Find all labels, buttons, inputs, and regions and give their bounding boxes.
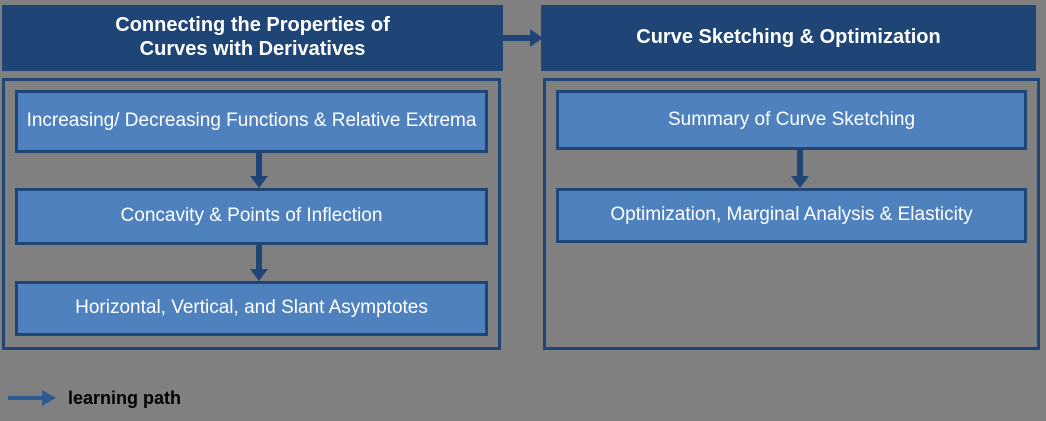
- column-header-connecting-properties: Connecting the Properties of Curves with…: [2, 5, 503, 71]
- column-header-line-1: Connecting the Properties of: [115, 14, 390, 37]
- arrow-shaft: [256, 153, 262, 179]
- topic-box-increasing-decreasing-functions[interactable]: Increasing/ Decreasing Functions & Relat…: [15, 90, 488, 153]
- arrow-shaft: [8, 396, 42, 400]
- column-header-curve-sketching-optimization: Curve Sketching & Optimization: [541, 5, 1036, 71]
- arrow-head: [530, 29, 543, 47]
- right-arrow-icon: [8, 390, 56, 406]
- arrow-head: [42, 390, 56, 406]
- arrow-head: [791, 176, 809, 188]
- topic-box-concavity-points-of-inflection[interactable]: Concavity & Points of Inflection: [15, 188, 488, 245]
- down-arrow-icon: [250, 153, 268, 188]
- topic-box-label: Increasing/ Decreasing Functions & Relat…: [26, 110, 477, 132]
- arrow-shaft: [503, 35, 531, 41]
- column-header-line-2: Curves with Derivatives: [139, 38, 366, 60]
- topic-box-label: Optimization, Marginal Analysis & Elasti…: [610, 204, 973, 226]
- down-arrow-icon: [250, 245, 268, 281]
- right-arrow-icon: [503, 29, 543, 47]
- arrow-shaft: [256, 245, 262, 272]
- arrow-head: [250, 269, 268, 281]
- group-container-right: [543, 78, 1040, 350]
- legend: learning path: [8, 385, 181, 411]
- topic-box-label: Horizontal, Vertical, and Slant Asymptot…: [75, 297, 428, 319]
- arrow-shaft: [797, 150, 803, 179]
- arrow-head: [250, 176, 268, 188]
- topic-box-horizontal-vertical-slant-asymptotes[interactable]: Horizontal, Vertical, and Slant Asymptot…: [15, 281, 488, 336]
- group-container-left: [2, 78, 501, 350]
- topic-box-label: Summary of Curve Sketching: [667, 108, 916, 130]
- column-header-line-1: Curve Sketching & Optimization: [636, 26, 941, 49]
- legend-label: learning path: [68, 387, 182, 408]
- topic-box-summary-of-curve-sketching[interactable]: Summary of Curve Sketching: [556, 90, 1027, 150]
- topic-box-optimization-marginal-analysis-elasticity[interactable]: Optimization, Marginal Analysis & Elasti…: [556, 188, 1027, 243]
- topic-box-label: Concavity & Points of Inflection: [120, 205, 383, 227]
- down-arrow-icon: [791, 150, 809, 188]
